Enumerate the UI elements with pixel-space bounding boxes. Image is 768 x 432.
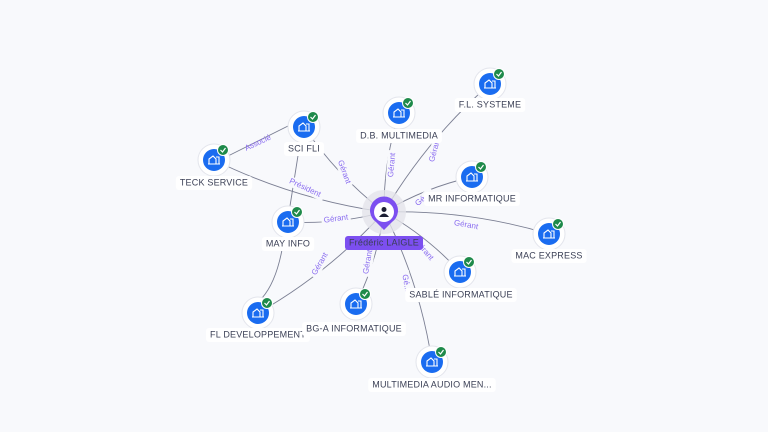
verified-check-icon [435,346,447,358]
company-node[interactable]: BG-A INFORMATIQUE [302,287,406,336]
edge-label: Gé... [400,274,412,293]
company-node[interactable]: SCI FLI [284,110,324,156]
verified-check-icon [307,111,319,123]
nodes: SCI FLI TECK SERVICE MAY INFO FL DEVELOPPEM… [175,67,587,392]
edge-label: Gérant [323,212,349,224]
edge: Gérant [383,211,550,235]
person-node[interactable]: Frédéric LAIGLE [344,190,424,250]
company-label[interactable]: MULTIMEDIA AUDIO MEN... [372,379,491,389]
edge-label: Gérant [336,159,353,186]
verified-check-icon [291,206,303,218]
edge-label: Associé [243,132,273,152]
company-label[interactable]: BG-A INFORMATIQUE [306,323,402,333]
company-label[interactable]: SABLÉ INFORMATIQUE [409,289,512,299]
verified-check-icon [261,297,273,309]
company-label[interactable]: MAC EXPRESS [515,250,582,260]
edge: Gé... [383,211,433,363]
company-node[interactable]: MULTIMEDIA AUDIO MEN... [368,345,496,392]
company-node[interactable]: D.B. MULTIMEDIA [356,96,442,143]
verified-check-icon [552,218,564,230]
verified-check-icon [493,68,505,80]
verified-check-icon [359,288,371,300]
verified-check-icon [463,256,475,268]
company-label[interactable]: TECK SERVICE [180,177,248,187]
company-label[interactable]: SCI FLI [288,143,320,153]
company-label[interactable]: MR INFORMATIQUE [428,193,516,203]
edge-label: Gérant [386,152,397,178]
company-node[interactable]: MAC EXPRESS [511,217,587,263]
company-node[interactable]: SABLÉ INFORMATIQUE [405,255,517,302]
company-node[interactable]: FL DEVELOPPEMENT [206,296,310,342]
verified-check-icon [217,144,229,156]
company-label[interactable]: F.L. SYSTEME [459,99,521,109]
person-label[interactable]: Frédéric LAIGLE [349,237,419,247]
company-label[interactable]: FL DEVELOPPEMENT [210,329,306,339]
company-label[interactable]: D.B. MULTIMEDIA [360,130,438,140]
edge-label: Gérant [361,248,374,274]
company-node[interactable]: TECK SERVICE [175,143,253,190]
company-node[interactable]: F.L. SYSTEME [454,67,526,112]
company-label[interactable]: MAY INFO [266,238,310,248]
person-icon [379,207,389,217]
company-node[interactable]: MAY INFO [261,205,315,251]
verified-check-icon [402,97,414,109]
verified-check-icon [475,161,487,173]
company-node[interactable]: MR INFORMATIQUE [424,160,520,206]
edge-teck-sci: Associé [227,124,291,157]
edge-label: Gérant [453,218,479,231]
